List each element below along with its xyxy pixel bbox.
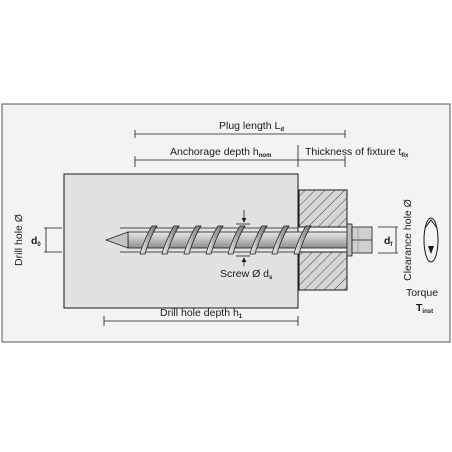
screw-dia-sub: s (269, 275, 273, 281)
thread-turn (271, 225, 290, 255)
fixture-bottom (298, 251, 348, 291)
clearance-hole-diameter: df Clearance hole Ø (378, 199, 414, 281)
thread-turn (205, 225, 224, 255)
torque-sub: inst (422, 309, 433, 315)
d0-label: d (31, 235, 37, 247)
thread-turn (227, 225, 246, 255)
drill-hole-diameter: Drill hole Ø d0 (13, 214, 62, 266)
thread-turn (293, 225, 312, 255)
screw-dia-label: Screw Ø d (220, 268, 269, 280)
d0-sub: 0 (37, 242, 41, 248)
thread-turn (139, 225, 158, 255)
drill-hole-label: Drill hole Ø (13, 214, 25, 266)
torque-label: Torque (406, 287, 438, 299)
torque-rotation-icon (423, 217, 439, 263)
plug-length-dimension: Plug length Ld (134, 120, 346, 138)
fixture-top (298, 189, 348, 228)
svg-text:Screw Ø ds: Screw Ø ds (220, 268, 273, 281)
thread-turn (183, 225, 202, 255)
screw (104, 223, 373, 257)
svg-text:df: df (384, 235, 393, 248)
washer (346, 223, 353, 257)
svg-text:Drill hole depth h1: Drill hole depth h1 (160, 307, 243, 320)
drill-depth-sub: 1 (239, 314, 243, 320)
df-label: d (384, 235, 390, 247)
svg-text:d0: d0 (31, 235, 41, 248)
thread-turn (249, 225, 268, 255)
anchorage-depth-label: Anchorage depth h (170, 146, 259, 158)
df-sub: f (390, 242, 393, 248)
torque-symbol: T (416, 302, 423, 314)
fixture-thickness-label: Thickness of fixture t (305, 146, 401, 158)
svg-text:Thickness of fixture tfix: Thickness of fixture tfix (305, 146, 409, 159)
svg-text:Tinst: Tinst (416, 302, 433, 315)
svg-text:Anchorage depth hnom: Anchorage depth hnom (170, 146, 271, 159)
drill-depth-label: Drill hole depth h (160, 307, 239, 319)
anchorage-dimension: Anchorage depth hnom Thickness of fixtur… (134, 145, 409, 167)
fixture-thickness-sub: fix (401, 153, 409, 159)
thread-turn (161, 225, 180, 255)
drill-depth-dimension: Drill hole depth h1 (103, 307, 299, 326)
plug-length-sub: d (280, 127, 284, 133)
screw-diameter-callout: Screw Ø ds (220, 210, 273, 281)
screw-threads (139, 225, 312, 255)
plug-length-label: Plug length L (219, 120, 280, 132)
clearance-hole-label: Clearance hole Ø (402, 199, 414, 281)
svg-text:Plug length Ld: Plug length Ld (219, 120, 284, 133)
anchorage-depth-sub: nom (259, 153, 272, 159)
